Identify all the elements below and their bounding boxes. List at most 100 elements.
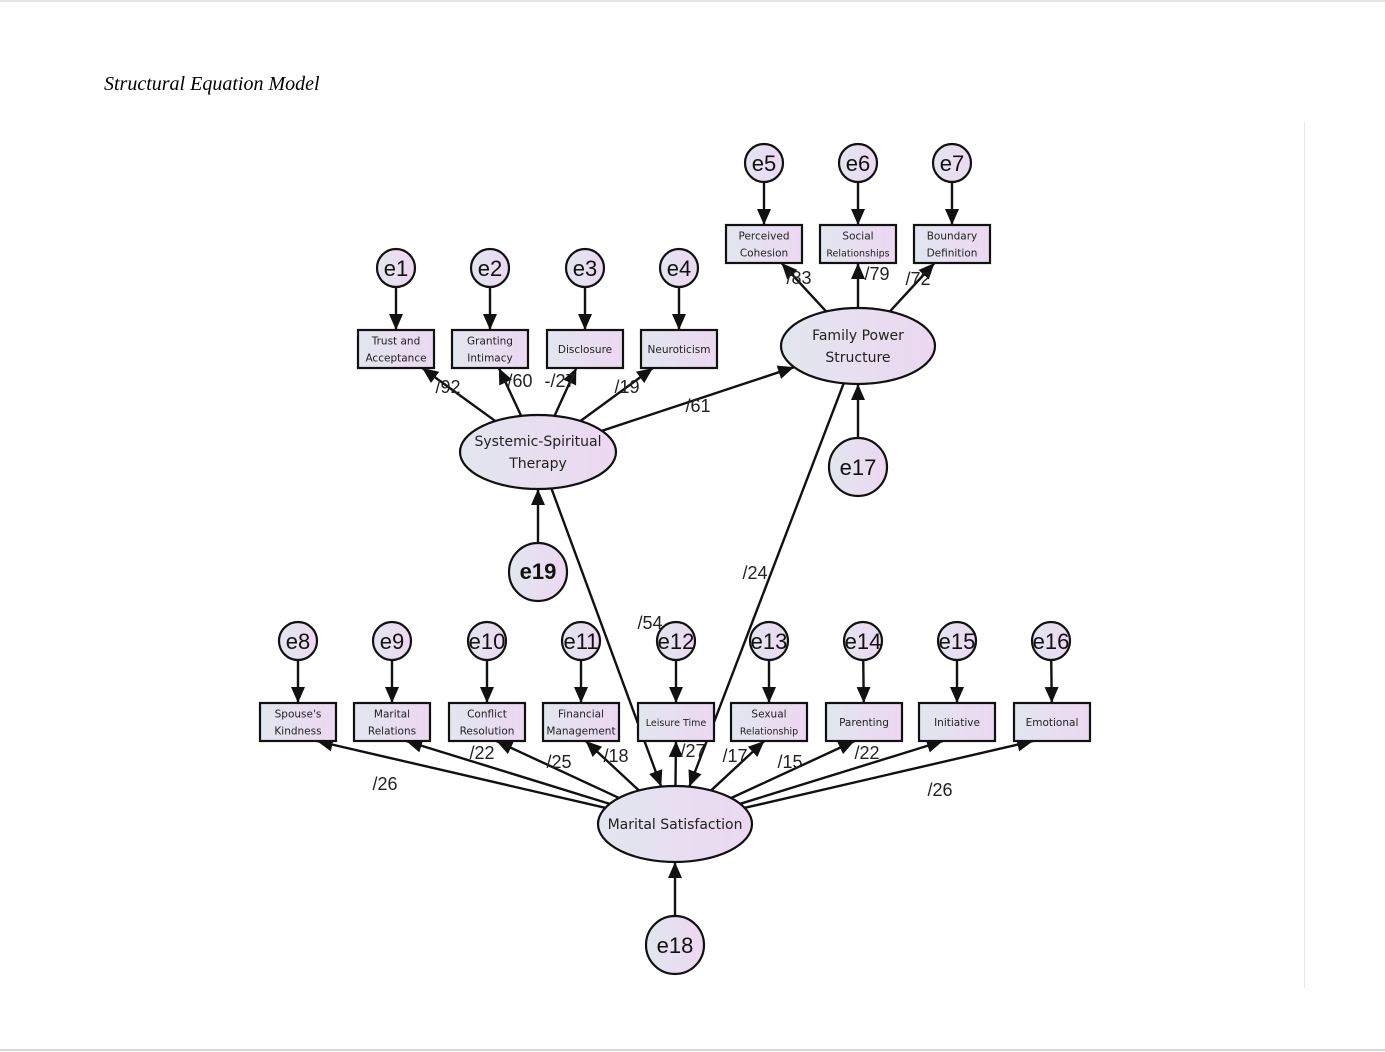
error-term-e8	[277, 620, 319, 662]
observed-variable-o8	[258, 701, 338, 743]
observed-variable-o2	[450, 328, 530, 370]
error-label: e17	[840, 455, 877, 480]
observed-label: Perceived	[739, 231, 790, 243]
error-arrow-e14	[856, 659, 871, 704]
right-border	[1304, 122, 1305, 988]
path-arrow-ms-o16	[744, 737, 1034, 810]
error-term-e16	[1030, 620, 1072, 662]
observed-label: Acceptance	[365, 353, 426, 365]
path-arrow-ms-o11	[584, 740, 640, 792]
observed-label: Boundary	[927, 231, 978, 243]
error-term-e14	[842, 620, 884, 662]
path-coefficient: /26	[927, 780, 952, 800]
observed-label: Management	[546, 726, 615, 738]
error-label: e12	[658, 629, 695, 654]
observed-label: Resolution	[460, 726, 515, 738]
path-arrow-ms-o13	[710, 740, 766, 792]
observed-variable-o10	[447, 701, 527, 743]
path-coefficient: /15	[777, 752, 802, 772]
error-term-e5	[743, 142, 785, 184]
path-arrow-sst-o4	[579, 367, 654, 422]
error-term-e1	[375, 247, 417, 289]
path-arrow-fps-o5	[780, 262, 828, 313]
path-coefficient: /27	[680, 741, 705, 761]
observed-variable-o16	[1012, 701, 1092, 743]
observed-label: Intimacy	[467, 353, 512, 365]
path-coefficient: /26	[372, 774, 397, 794]
error-term-e11	[560, 620, 602, 662]
error-label: e11	[563, 629, 598, 654]
observed-label: Parenting	[839, 717, 889, 729]
path-arrow-ms-o14	[730, 739, 856, 800]
path-arrow-ms-o12	[668, 740, 683, 787]
latent-label: Systemic-Spiritual	[475, 434, 602, 450]
observed-variable-o14	[824, 701, 904, 743]
path-arrow-ms-o10	[495, 739, 620, 800]
error-label: e10	[469, 629, 506, 654]
path-coefficient: -/60	[501, 371, 532, 391]
path-coefficient: /22	[854, 743, 879, 763]
path-coefficient: /19	[614, 377, 639, 397]
error-term-e7	[931, 142, 973, 184]
observed-label: Granting	[467, 336, 513, 348]
observed-variable-o13	[729, 701, 809, 743]
path-coefficient: -/27	[544, 371, 575, 391]
error-term-e17	[827, 436, 889, 498]
observed-label: Marital	[374, 709, 410, 721]
error-label: e16	[1033, 629, 1070, 654]
path-coefficient: /22	[469, 743, 494, 763]
path-coefficient: /18	[603, 746, 628, 766]
observed-variable-o7	[912, 223, 992, 265]
error-label: e3	[573, 256, 597, 281]
error-label: e18	[657, 933, 694, 958]
path-coefficient: /17	[722, 746, 747, 766]
error-label: e8	[286, 629, 310, 654]
error-term-e12	[655, 620, 697, 662]
error-label: e7	[940, 151, 964, 176]
error-term-e18	[644, 914, 706, 976]
observed-variable-o9	[352, 701, 432, 743]
observed-variable-o4	[639, 328, 719, 370]
error-term-e10	[466, 620, 508, 662]
error-label: e5	[752, 151, 776, 176]
error-label: e14	[845, 629, 882, 654]
path-arrow-sst-fps	[601, 365, 795, 432]
error-label: e19	[520, 559, 557, 584]
observed-variable-o1	[356, 328, 436, 370]
latent-label: Therapy	[508, 456, 567, 472]
path-arrow-sst-o2	[497, 367, 523, 417]
observed-variable-o11	[541, 701, 621, 743]
error-term-e15	[936, 620, 978, 662]
observed-variable-o5	[724, 223, 804, 265]
path-coefficient: /72	[905, 269, 930, 289]
observed-variable-o6	[818, 223, 898, 265]
error-term-e4	[658, 247, 700, 289]
observed-label: Leisure Time	[646, 718, 707, 729]
observed-label: Social	[842, 231, 873, 243]
error-label: e13	[751, 629, 788, 654]
observed-label: Relationship	[740, 727, 798, 738]
error-label: e4	[667, 256, 691, 281]
observed-label: Relationships	[826, 249, 889, 260]
bottom-border	[0, 1049, 1385, 1051]
path-arrow-ms-o15	[739, 739, 944, 805]
observed-variable-o15	[917, 701, 997, 743]
error-term-e19	[507, 541, 569, 603]
observed-label: Neuroticism	[648, 344, 711, 356]
observed-label: Initiative	[934, 717, 980, 729]
latent-label: Family Power	[812, 328, 904, 344]
path-coefficient: /24	[742, 563, 767, 583]
error-label: e6	[846, 151, 870, 176]
error-arrow-e16	[1044, 659, 1059, 704]
error-label: e15	[939, 629, 976, 654]
observed-variable-o12	[636, 701, 716, 743]
path-arrow-sst-o3	[553, 367, 578, 417]
path-coefficient: /61	[685, 396, 710, 416]
observed-label: Kindness	[274, 726, 321, 738]
observed-label: Sexual	[751, 709, 786, 721]
latent-label: Marital Satisfaction	[608, 817, 743, 833]
error-label: e9	[380, 629, 404, 654]
path-arrow-sst-o1	[421, 367, 497, 423]
path-coefficient: /54	[637, 613, 662, 633]
